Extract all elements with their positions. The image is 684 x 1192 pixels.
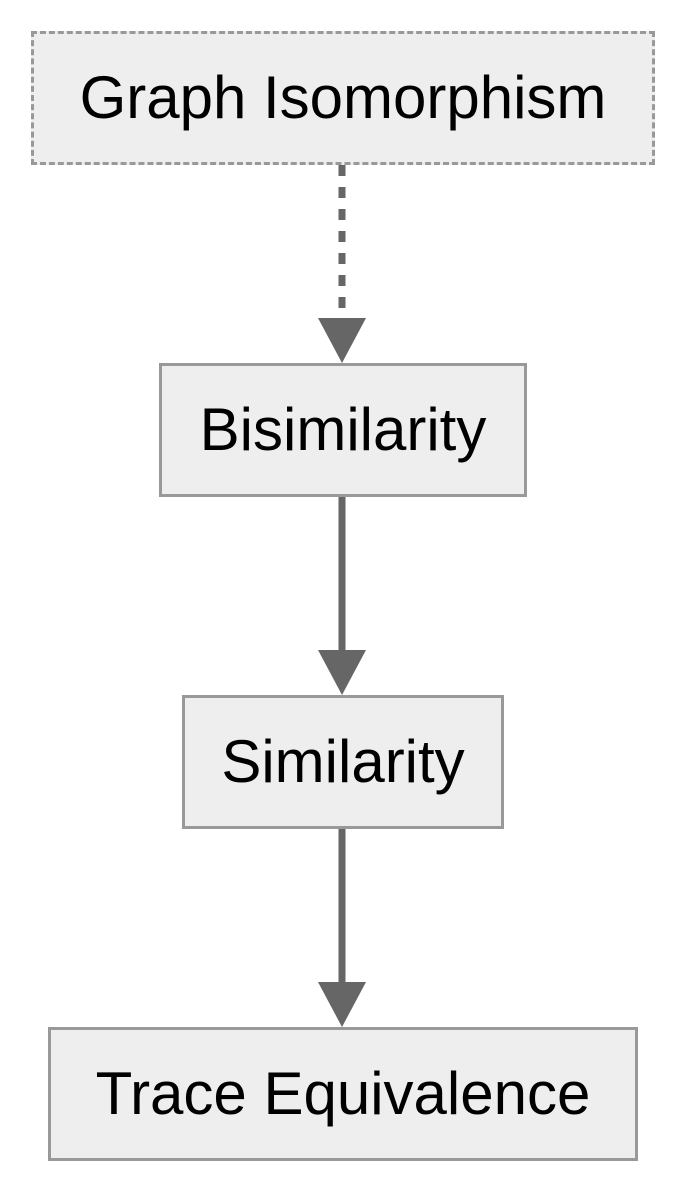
node-similarity: Similarity bbox=[182, 695, 504, 829]
node-trace-equivalence: Trace Equivalence bbox=[48, 1027, 638, 1161]
node-label: Bisimilarity bbox=[199, 396, 487, 463]
node-bisimilarity: Bisimilarity bbox=[159, 363, 527, 497]
edge-bisimilarity-to-similarity bbox=[318, 497, 366, 695]
node-label: Graph Isomorphism bbox=[79, 64, 607, 131]
node-label: Similarity bbox=[221, 728, 465, 795]
node-graph-isomorphism: Graph Isomorphism bbox=[31, 31, 655, 165]
arrowhead-icon bbox=[318, 650, 366, 695]
node-label: Trace Equivalence bbox=[95, 1060, 591, 1127]
arrowhead-icon bbox=[318, 982, 366, 1027]
edge-similarity-to-trace-equivalence bbox=[318, 829, 366, 1027]
edge-graph-isomorphism-to-bisimilarity bbox=[318, 165, 366, 363]
arrowhead-icon bbox=[318, 318, 366, 363]
